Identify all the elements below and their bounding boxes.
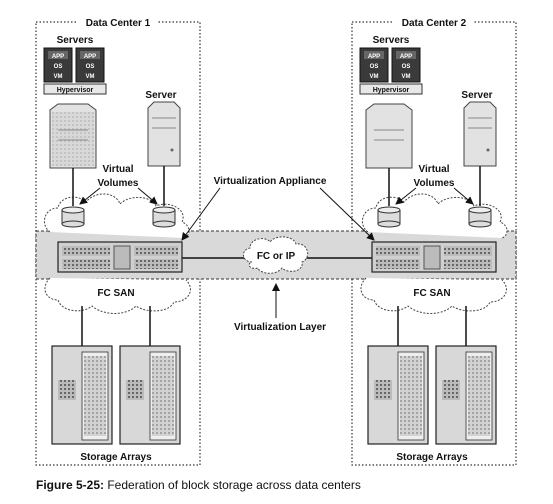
- vm-2-2: APP OS VM: [391, 47, 421, 83]
- fc-san-label-1: FC SAN: [97, 288, 134, 299]
- virtual-volume-disk-1b: [152, 206, 176, 228]
- physical-server-1: [147, 101, 181, 167]
- svg-text:VM: VM: [370, 74, 379, 80]
- fc-or-ip-label: FC or IP: [257, 251, 296, 262]
- svg-text:APP: APP: [400, 54, 412, 60]
- storage-array-1a: [51, 345, 113, 445]
- svg-text:APP: APP: [84, 54, 96, 60]
- virtual-volumes-cloud-1: [43, 193, 190, 239]
- svg-text:VM: VM: [54, 74, 63, 80]
- data-center-1-title: Data Center 1: [86, 18, 151, 29]
- virtual-volumes-label-2b: Volumes: [414, 178, 455, 189]
- fc-san-cloud-2: [360, 277, 507, 314]
- svg-text:OS: OS: [86, 64, 95, 70]
- fc-san-label-2: FC SAN: [413, 288, 450, 299]
- storage-arrays-label-2: Storage Arrays: [396, 452, 468, 463]
- svg-text:OS: OS: [370, 64, 379, 70]
- vm-1-2: APP OS VM: [75, 47, 105, 83]
- virtualization-appliance-label: Virtualization Appliance: [214, 176, 327, 187]
- figure-number: Figure 5-25:: [36, 478, 105, 492]
- hypervisor-label-2: Hypervisor: [373, 87, 410, 94]
- figure-caption: Figure 5-25: Federation of block storage…: [36, 478, 361, 492]
- virtualized-server-2: Hypervisor: [359, 83, 423, 169]
- svg-text:APP: APP: [368, 54, 380, 60]
- virtual-volumes-label-1a: Virtual: [103, 164, 134, 175]
- storage-array-1b: [119, 345, 181, 445]
- servers-label-1: Servers: [57, 35, 94, 46]
- virtual-volumes-label-1b: Volumes: [98, 178, 139, 189]
- vm-2-1: APP OS VM: [359, 47, 389, 83]
- virtualization-layer-label: Virtualization Layer: [234, 322, 326, 333]
- virtual-volume-disk-2a: [377, 206, 401, 228]
- server-label-1: Server: [145, 90, 176, 101]
- svg-text:OS: OS: [54, 64, 63, 70]
- fc-san-cloud-1: [44, 277, 191, 314]
- server-label-2: Server: [461, 90, 492, 101]
- virtual-volume-disk-1a: [61, 206, 85, 228]
- physical-server-2: [463, 101, 497, 167]
- hypervisor-label-1: Hypervisor: [57, 87, 94, 94]
- virtualization-appliance-2: [371, 241, 497, 273]
- vm-1-1: APP OS VM: [43, 47, 73, 83]
- svg-text:OS: OS: [402, 64, 411, 70]
- svg-text:VM: VM: [86, 74, 95, 80]
- figure-caption-text: Federation of block storage across data …: [104, 478, 361, 492]
- virtual-volumes-cloud-2: [361, 193, 508, 239]
- virtualization-appliance-1: [57, 241, 183, 273]
- storage-arrays-label-1: Storage Arrays: [80, 452, 152, 463]
- data-center-2-title: Data Center 2: [402, 18, 467, 29]
- storage-array-2a: [367, 345, 429, 445]
- fc-or-ip-cloud: [243, 236, 309, 274]
- virtual-volumes-label-2a: Virtual: [419, 164, 450, 175]
- virtualized-server-1: Hypervisor: [43, 83, 107, 169]
- svg-text:APP: APP: [52, 54, 64, 60]
- storage-array-2b: [435, 345, 497, 445]
- servers-label-2: Servers: [373, 35, 410, 46]
- virtual-volume-disk-2b: [468, 206, 492, 228]
- svg-text:VM: VM: [402, 74, 411, 80]
